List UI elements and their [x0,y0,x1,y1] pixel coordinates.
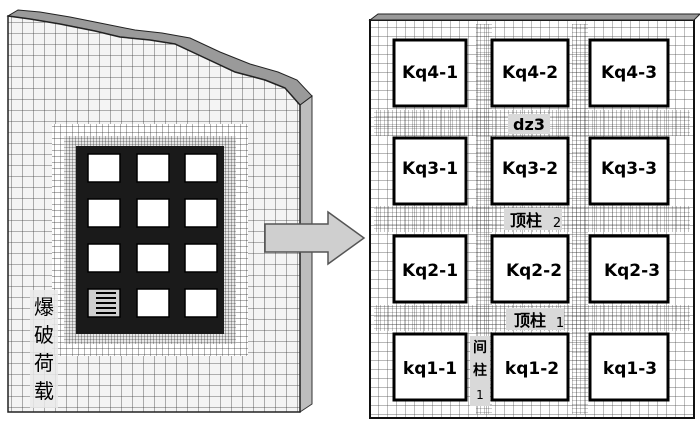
left-room-r3-c3 [184,198,218,228]
left-room-r2-c2 [136,243,170,273]
stope-rooms [392,38,670,402]
label-kq3-2: Kq3-2 [502,159,558,179]
room-kq4-2 [490,38,570,108]
room-kq3-1 [392,136,468,206]
right-zoom-panel: Kq4-1 Kq4-2 Kq4-3 Kq3-1 Kq3-2 Kq3-3 Kq2-… [368,13,700,419]
label-kq3-3: Kq3-3 [601,159,657,179]
label-top-pillar-2-num: 2 [553,216,561,231]
label-top-pillar-2: 顶柱 [510,211,542,230]
left-room-r1-c2 [136,288,170,318]
left-room-r2-c3 [184,243,218,273]
label-kq1-2: kq1-2 [505,359,559,379]
room-kq3-3 [588,136,670,206]
label-bg-pillar1 [470,336,490,406]
room-kq1-3 [588,332,670,402]
zoom-arrow [264,210,366,266]
left-room-r4-c1 [87,153,121,183]
load-char-3: 荷 [34,351,54,375]
label-bg-dz3 [508,114,550,134]
label-kq4-2: Kq4-2 [502,63,558,83]
slab-outline [7,15,301,413]
label-top-pillar-1-num: 1 [556,316,564,331]
label-kq2-3: Kq2-3 [604,261,660,281]
left-room-r3-c2 [136,198,170,228]
left-room-openings [87,153,218,318]
load-label-bg [30,290,58,408]
load-char-2: 破 [34,323,54,347]
label-dz3: dz3 [513,115,545,134]
slab-side-face [299,95,313,413]
label-inter-pillar-char1: 间 [473,339,487,356]
room-kq1-2 [490,332,570,402]
label-kq2-2: Kq2-2 [506,261,562,281]
blast-hatch [96,292,116,314]
room-kq4-1 [392,38,468,108]
left-room-r3-c1 [87,198,121,228]
room-kq3-2 [490,136,570,206]
load-char-1: 爆 [34,295,54,319]
label-top-pillar-1: 顶柱 [514,311,546,330]
label-kq4-3: Kq4-3 [601,63,657,83]
room-kq4-3 [588,38,670,108]
right-panel-depth-edge [368,13,700,21]
left-room-r4-c2 [136,153,170,183]
label-inter-pillar-num: 1 [476,388,484,402]
left-room-r2-c1 [87,243,121,273]
room-kq2-3 [588,234,670,304]
blast-load-label: 爆 破 荷 载 [34,295,54,403]
load-char-4: 载 [34,379,54,403]
left-room-r4-c3 [184,153,218,183]
room-labels: Kq4-1 Kq4-2 Kq4-3 Kq3-1 Kq3-2 Kq3-3 Kq2-… [402,63,660,379]
label-kq1-1: kq1-1 [403,359,457,379]
label-kq2-1: Kq2-1 [402,261,458,281]
label-kq4-1: Kq4-1 [402,63,458,83]
label-kq3-1: Kq3-1 [402,159,458,179]
label-bg-top2 [504,208,562,230]
left-mesh-panel: 爆 破 荷 载 [6,9,313,413]
label-bg-top1 [506,308,564,330]
pillar-labels: dz3 顶柱 2 顶柱 1 间 柱 1 [470,114,564,406]
label-kq1-3: kq1-3 [603,359,657,379]
room-kq1-1 [392,332,468,402]
room-kq2-1 [392,234,468,304]
label-inter-pillar-char2: 柱 [473,362,487,379]
left-room-r1-c3 [184,288,218,318]
room-kq2-2 [490,234,570,304]
